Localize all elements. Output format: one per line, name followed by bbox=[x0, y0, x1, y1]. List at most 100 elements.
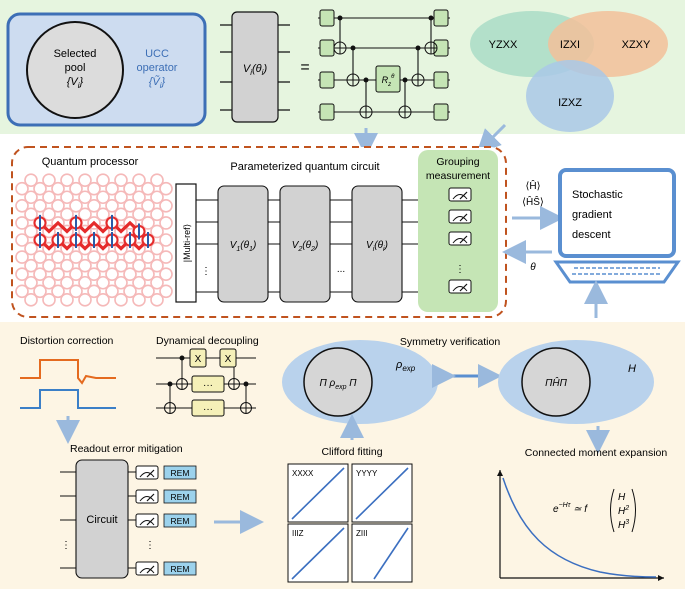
grouping-label-2: measurement bbox=[426, 170, 490, 182]
lattice-ring bbox=[114, 190, 128, 205]
cme-decay-curve bbox=[502, 477, 657, 578]
lattice-ring bbox=[114, 224, 128, 239]
lattice-ring bbox=[15, 181, 29, 196]
dd-gates bbox=[164, 348, 252, 417]
lattice-ring bbox=[24, 207, 38, 222]
lattice-ring bbox=[51, 284, 65, 299]
venn-orange bbox=[548, 11, 668, 77]
lattice-ring bbox=[51, 199, 65, 213]
pool-set-label: {Vi} bbox=[67, 76, 84, 90]
rem-box-1 bbox=[163, 465, 197, 480]
lattice-ring bbox=[33, 250, 47, 264]
lattice-ring bbox=[42, 258, 56, 273]
lattice-ring bbox=[150, 173, 164, 187]
rem-label-4: REM bbox=[171, 564, 190, 574]
rem-box-3 bbox=[163, 513, 197, 528]
lattice-ring bbox=[33, 199, 47, 213]
cme-label: Connected moment expansion bbox=[525, 447, 668, 459]
readout-vdots: ⋮ bbox=[61, 540, 71, 551]
measurement-meter-2-needle bbox=[459, 213, 468, 222]
clifford-panel-label-1: XXXX bbox=[292, 469, 314, 478]
lattice-ring bbox=[33, 267, 47, 282]
clifford-fit-line-1 bbox=[291, 467, 345, 520]
readout-meter-4-arc bbox=[139, 568, 155, 574]
lattice-ring bbox=[24, 293, 38, 307]
lattice-ring bbox=[78, 224, 92, 239]
paren-left bbox=[610, 488, 615, 533]
lattice-ring bbox=[141, 216, 155, 230]
lattice-ring bbox=[105, 267, 119, 282]
lattice-ring bbox=[132, 275, 146, 290]
quantum-processor-label: Quantum processor bbox=[42, 156, 139, 168]
sgd-label-3: descent bbox=[572, 229, 611, 241]
venn-blue bbox=[526, 60, 614, 132]
lattice-ring bbox=[69, 199, 83, 213]
formula-h2: H2 bbox=[618, 505, 629, 517]
lattice-ring bbox=[24, 241, 38, 256]
lattice-ring bbox=[96, 190, 110, 205]
cme-x-arrowhead bbox=[658, 575, 664, 581]
grouping-measurement-box bbox=[418, 150, 498, 312]
rz-gate-label: Rzθ bbox=[382, 74, 396, 88]
lattice-ring bbox=[96, 293, 110, 307]
lattice-ring bbox=[159, 233, 173, 247]
lattice-ring bbox=[150, 224, 164, 239]
meters-vdots: ⋮ bbox=[455, 264, 465, 275]
theta-label: θ bbox=[530, 262, 536, 273]
lattice-ring bbox=[15, 199, 29, 213]
lattice-ring bbox=[159, 181, 173, 196]
clifford-panel-4 bbox=[351, 523, 413, 583]
lattice-ring bbox=[78, 241, 92, 256]
dd-x-gate-1: X bbox=[195, 354, 202, 365]
gate-vi bbox=[351, 185, 403, 303]
lattice-ring bbox=[60, 241, 74, 256]
lattice-ring bbox=[150, 241, 164, 256]
phph-circle bbox=[521, 347, 591, 417]
pqc-vdots: ⋮ bbox=[201, 266, 211, 277]
lattice-ring bbox=[24, 173, 38, 187]
lattice-ring bbox=[159, 284, 173, 299]
clifford-fit-line-3 bbox=[291, 527, 345, 580]
formula-h1: H bbox=[618, 492, 626, 503]
paren-right bbox=[631, 488, 636, 533]
dd-x-gate-2: X bbox=[225, 354, 232, 365]
single-gate-diagram bbox=[220, 11, 290, 123]
formula-h3: H3 bbox=[618, 519, 629, 531]
venn-label-yzxx: YZXX bbox=[489, 39, 518, 51]
lattice-ring bbox=[150, 207, 164, 222]
sgd-label-1: Stochastic bbox=[572, 189, 623, 201]
lattice-ring bbox=[51, 181, 65, 196]
lattice-ring bbox=[114, 258, 128, 273]
readout-meter-vdots: ⋮ bbox=[145, 540, 155, 551]
lattice-ring bbox=[33, 181, 47, 196]
lattice-ring bbox=[42, 207, 56, 222]
lattice-ring bbox=[141, 181, 155, 196]
lattice-ring bbox=[123, 216, 137, 230]
cme-y-arrowhead bbox=[497, 470, 503, 476]
lattice-ring bbox=[150, 293, 164, 307]
gate-label: Vi(θi) bbox=[243, 63, 268, 77]
lattice-ring bbox=[105, 199, 119, 213]
h-label: H bbox=[628, 363, 636, 375]
lattice-ring bbox=[24, 275, 38, 290]
lattice-ring bbox=[87, 250, 101, 264]
gate-v2-label: V2(θ2) bbox=[292, 240, 319, 253]
dynamical-label: Dynamical decoupling bbox=[156, 335, 259, 347]
lattice-ring bbox=[141, 199, 155, 213]
lattice-ring bbox=[159, 267, 173, 282]
multi-ref-label: |Multi-ref⟩ bbox=[182, 224, 192, 262]
dd-dots-1: ··· bbox=[203, 380, 213, 391]
readout-meter-3-arc bbox=[139, 520, 155, 526]
circuit-label: Circuit bbox=[86, 514, 117, 526]
lattice-ring bbox=[105, 284, 119, 299]
phph-label: ΠĤΠ bbox=[545, 376, 567, 389]
symmetry-label: Symmetry verification bbox=[400, 336, 501, 348]
lattice-ring bbox=[69, 181, 83, 196]
projected-rho-label: Π ρexp Π bbox=[319, 378, 357, 391]
lattice-ring bbox=[78, 173, 92, 187]
lattice-ring bbox=[51, 216, 65, 230]
venn-label-izxz: IZXZ bbox=[558, 97, 582, 109]
lattice-ring bbox=[114, 293, 128, 307]
readout-meters bbox=[135, 465, 159, 576]
decomposed-gates bbox=[319, 9, 449, 121]
